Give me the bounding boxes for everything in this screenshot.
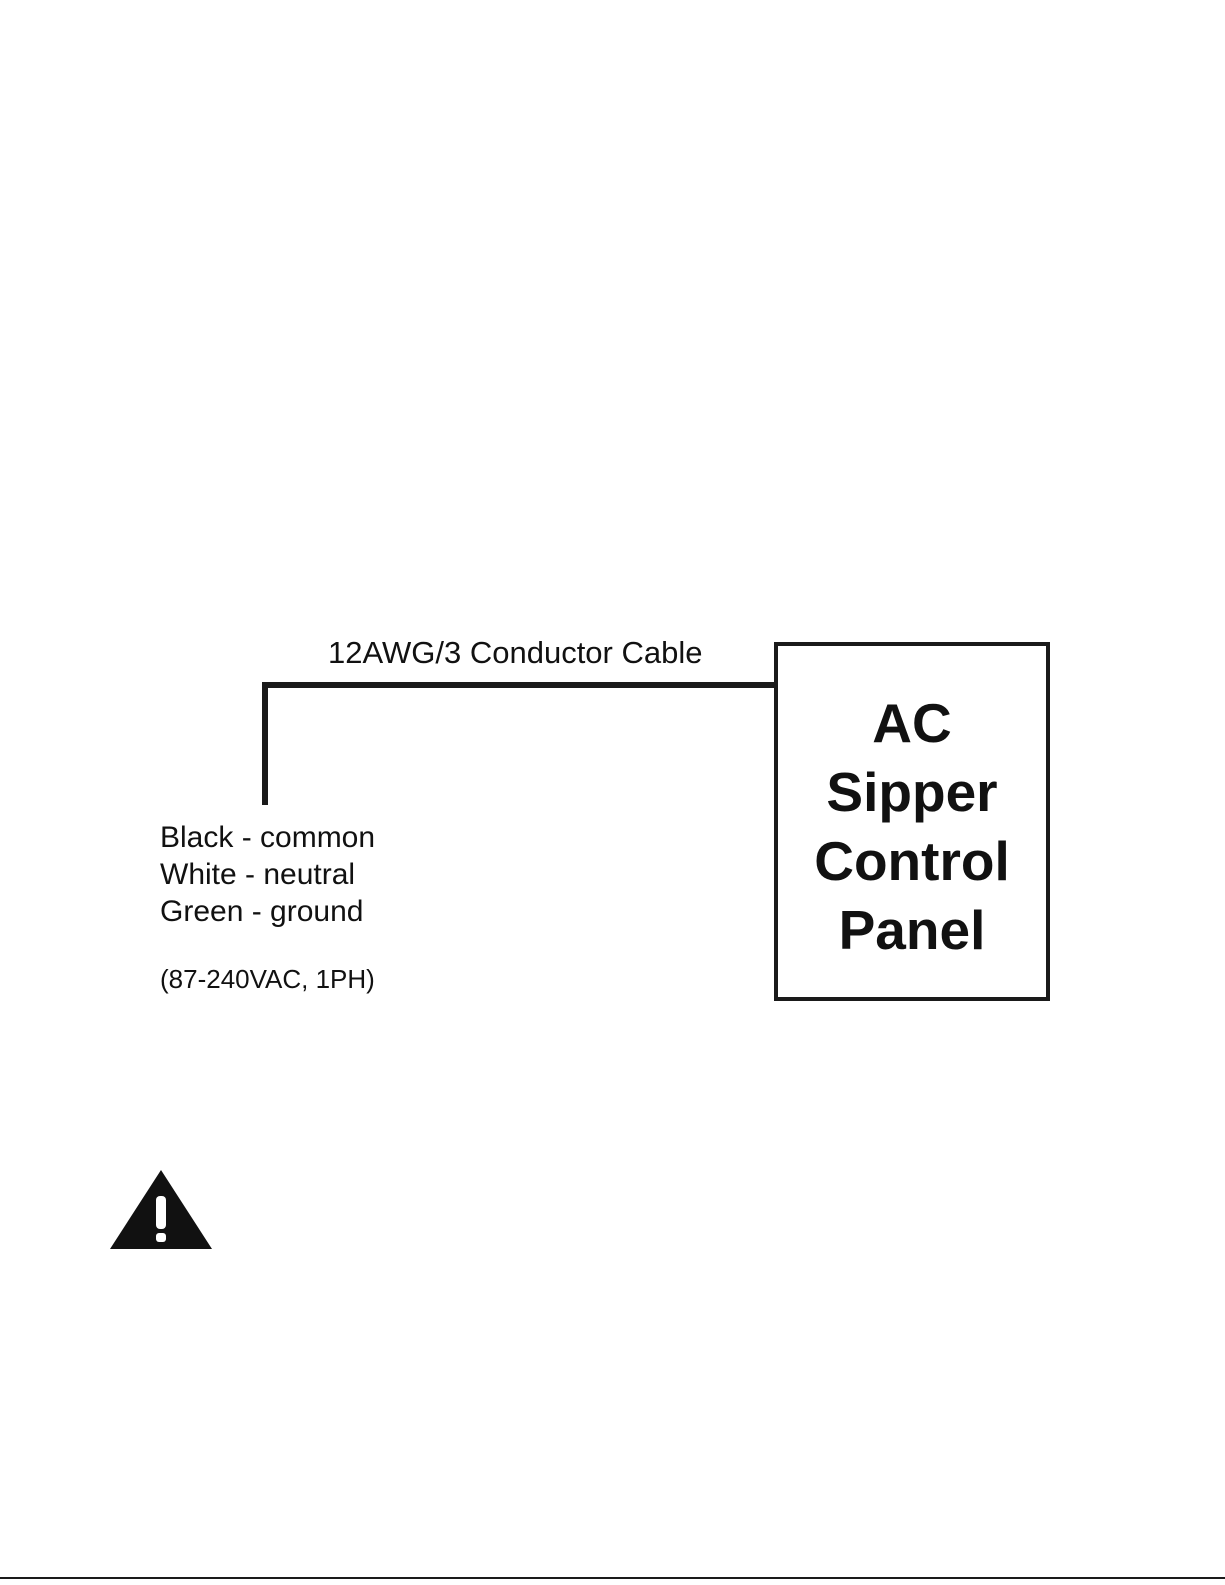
cable-horizontal-segment (262, 682, 777, 688)
panel-line-3: Control (778, 827, 1046, 896)
wire-white: White - neutral (160, 856, 375, 893)
cable-vertical-segment (262, 682, 268, 805)
wire-green: Green - ground (160, 893, 375, 930)
panel-line-2: Sipper (778, 758, 1046, 827)
cable-label: 12AWG/3 Conductor Cable (328, 637, 702, 668)
wire-black: Black - common (160, 819, 375, 856)
voltage-spec: (87-240VAC, 1PH) (160, 966, 375, 992)
panel-line-1: AC (778, 689, 1046, 758)
control-panel-label: AC Sipper Control Panel (778, 689, 1046, 965)
wire-color-legend: Black - common White - neutral Green - g… (160, 819, 375, 930)
warning-triangle-icon (108, 1168, 214, 1251)
page-bottom-rule (0, 1577, 1225, 1579)
panel-line-4: Panel (778, 896, 1046, 965)
control-panel-box: AC Sipper Control Panel (774, 642, 1050, 1001)
